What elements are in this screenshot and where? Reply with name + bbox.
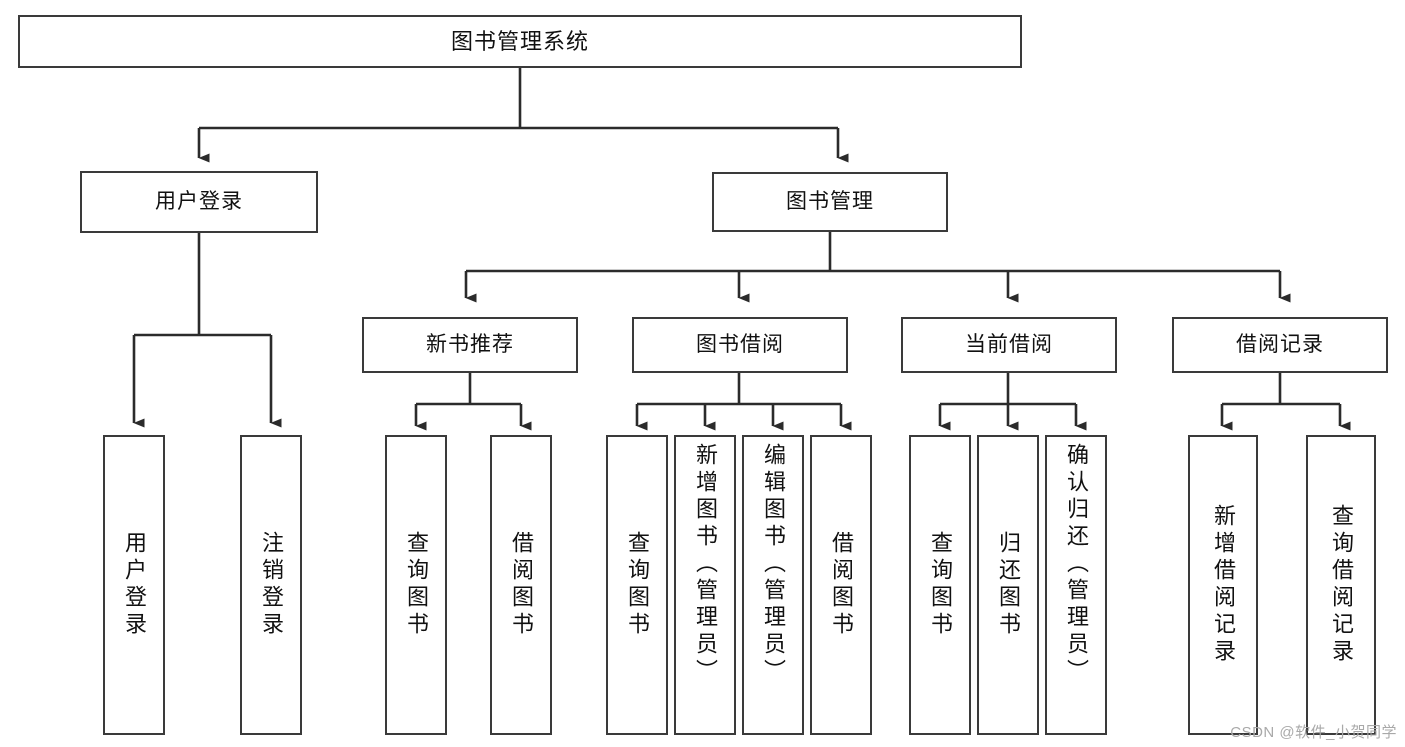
- node-current-borrow-label: 当前借阅: [965, 332, 1053, 356]
- node-book-borrow[interactable]: 图书借阅: [632, 317, 848, 373]
- leaf-label: 确认归还（管理员）: [1064, 443, 1089, 686]
- node-borrow-record-label: 借阅记录: [1236, 332, 1324, 356]
- leaf-label: 查询图书: [625, 531, 650, 639]
- leaf-book-borrow-2[interactable]: 新增图书（管理员）: [674, 435, 736, 735]
- leaf-book-borrow-1[interactable]: 查询图书: [606, 435, 668, 735]
- leaf-label: 借阅图书: [509, 531, 534, 639]
- leaf-current-borrow-3[interactable]: 确认归还（管理员）: [1045, 435, 1107, 735]
- leaf-user-login-2[interactable]: 注销登录: [240, 435, 302, 735]
- node-user-login[interactable]: 用户登录: [80, 171, 318, 233]
- leaf-label: 归还图书: [996, 531, 1021, 639]
- node-book-manage[interactable]: 图书管理: [712, 172, 948, 232]
- leaf-label: 编辑图书（管理员）: [761, 443, 786, 686]
- node-borrow-record[interactable]: 借阅记录: [1172, 317, 1388, 373]
- leaf-user-login-1[interactable]: 用户登录: [103, 435, 165, 735]
- leaf-current-borrow-1[interactable]: 查询图书: [909, 435, 971, 735]
- leaf-new-book-rec-1[interactable]: 查询图书: [385, 435, 447, 735]
- node-book-borrow-label: 图书借阅: [696, 332, 784, 356]
- leaf-label: 注销登录: [259, 531, 284, 639]
- node-user-login-label: 用户登录: [155, 189, 243, 213]
- node-new-book-rec-label: 新书推荐: [426, 332, 514, 356]
- leaf-label: 借阅图书: [829, 531, 854, 639]
- leaf-label: 新增图书（管理员）: [693, 443, 718, 686]
- node-book-manage-label: 图书管理: [786, 189, 874, 213]
- node-root[interactable]: 图书管理系统: [18, 15, 1022, 68]
- node-current-borrow[interactable]: 当前借阅: [901, 317, 1117, 373]
- leaf-borrow-record-2[interactable]: 查询借阅记录: [1306, 435, 1376, 735]
- leaf-label: 查询图书: [928, 531, 953, 639]
- node-root-label: 图书管理系统: [450, 28, 589, 54]
- leaf-label: 用户登录: [122, 531, 147, 639]
- leaf-label: 新增借阅记录: [1211, 504, 1236, 666]
- watermark: CSDN @软件_小贺同学: [1230, 724, 1397, 741]
- leaf-current-borrow-2[interactable]: 归还图书: [977, 435, 1039, 735]
- node-new-book-rec[interactable]: 新书推荐: [362, 317, 578, 373]
- leaf-new-book-rec-2[interactable]: 借阅图书: [490, 435, 552, 735]
- leaf-book-borrow-4[interactable]: 借阅图书: [810, 435, 872, 735]
- leaf-label: 查询图书: [404, 531, 429, 639]
- leaf-label: 查询借阅记录: [1329, 504, 1354, 666]
- leaf-book-borrow-3[interactable]: 编辑图书（管理员）: [742, 435, 804, 735]
- leaf-borrow-record-1[interactable]: 新增借阅记录: [1188, 435, 1258, 735]
